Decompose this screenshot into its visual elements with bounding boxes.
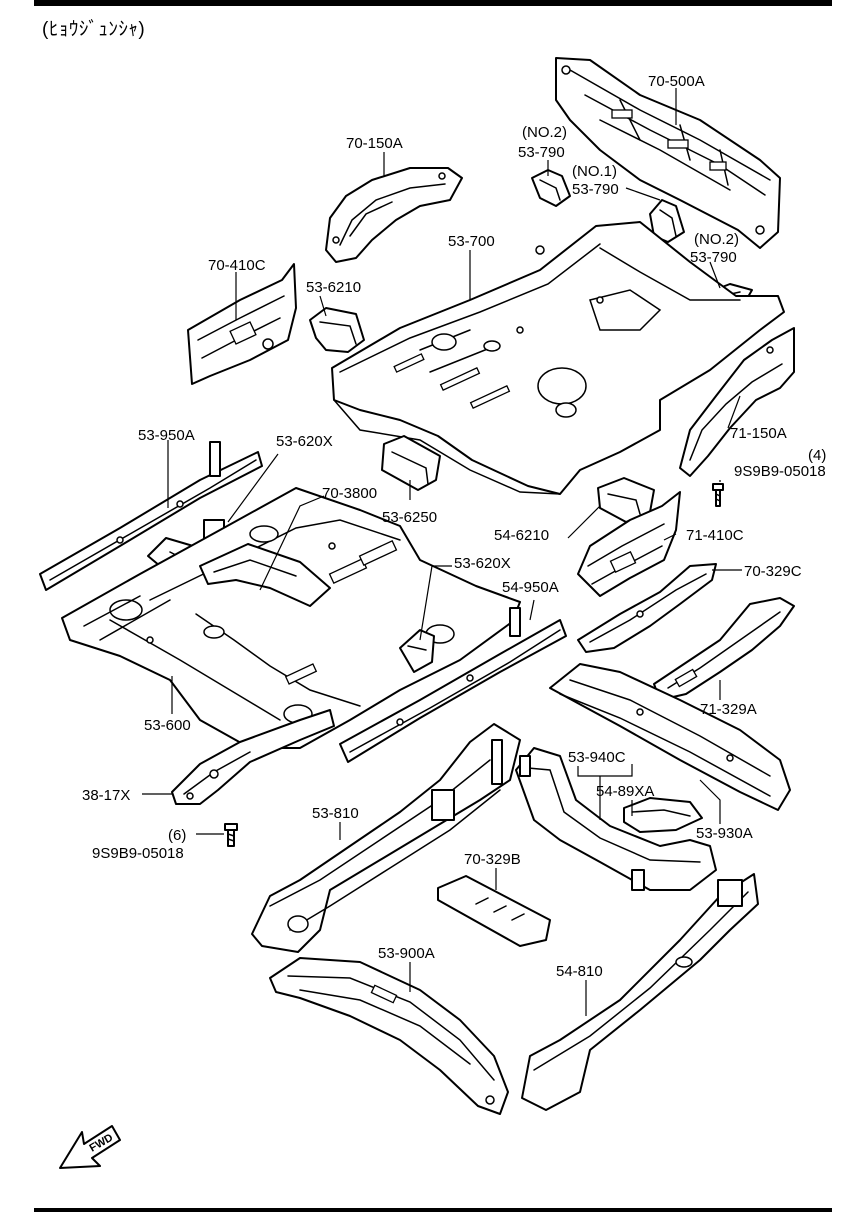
top-border-rule [34, 0, 832, 6]
label-54-6210: 54-6210 [494, 527, 549, 544]
label-no2-b: (NO.2) [694, 231, 739, 248]
leader-lines [142, 88, 742, 1016]
part-54-810-rear-side-frame[interactable] [521, 873, 759, 1111]
part-71-329A-reinforcement-plate[interactable] [653, 597, 795, 701]
label-no1: (NO.1) [572, 163, 617, 180]
label-70-3800: 70-3800 [322, 485, 377, 502]
part-70-410C-inner-panel[interactable] [187, 263, 297, 385]
label-qty-4: (4) [808, 447, 826, 464]
label-71-150A: 71-150A [730, 425, 787, 442]
part-53-6210-bracket[interactable] [309, 307, 365, 353]
part-53-900A-side-sill[interactable] [269, 957, 509, 1115]
label-53-790-a: 53-790 [518, 144, 565, 161]
label-54-810: 54-810 [556, 963, 603, 980]
label-54-89XA: 54-89XA [596, 783, 654, 800]
label-bolt-left: 9S9B9-05018 [92, 845, 184, 862]
label-53-950A: 53-950A [138, 427, 195, 444]
part-70-3800-tunnel-reinforcement[interactable] [199, 543, 331, 607]
label-71-329A: 71-329A [700, 701, 757, 718]
label-70-329B: 70-329B [464, 851, 521, 868]
label-70-150A: 70-150A [346, 135, 403, 152]
label-no2-a: (NO.2) [522, 124, 567, 141]
part-70-500A-rear-panel[interactable] [555, 57, 781, 249]
label-70-410C: 70-410C [208, 257, 266, 274]
part-38-17X-frame-bracket[interactable] [171, 709, 335, 805]
label-53-600: 53-600 [144, 717, 191, 734]
label-53-700: 53-700 [448, 233, 495, 250]
part-53-930A-rear-crossmember[interactable] [549, 663, 791, 811]
part-53-620X-crossmember-right[interactable] [399, 629, 435, 673]
part-bolt-9S9B9-05018-left[interactable] [224, 823, 238, 847]
part-53-700-rear-floor-pan[interactable] [331, 221, 785, 495]
part-53-810-rear-side-frame[interactable] [251, 723, 521, 953]
label-70-500A: 70-500A [648, 73, 705, 90]
part-53-790-no2-bracket-left[interactable] [531, 169, 571, 207]
label-53-940C: 53-940C [568, 749, 626, 766]
label-54-950A: 54-950A [502, 579, 559, 596]
label-38-17X: 38-17X [82, 787, 130, 804]
part-54-950A-sill-reinforcement[interactable] [339, 607, 567, 763]
label-53-790-c: 53-790 [690, 249, 737, 266]
part-53-600-front-floor-pan[interactable] [61, 487, 521, 749]
part-70-150A-wheel-housing[interactable] [325, 167, 463, 263]
label-53-900A: 53-900A [378, 945, 435, 962]
label-bolt-right: 9S9B9-05018 [734, 463, 826, 480]
part-53-6250-bracket[interactable] [381, 435, 441, 491]
label-qty-6: (6) [168, 827, 186, 844]
part-53-940C-crossmember-frame[interactable] [515, 747, 717, 891]
part-71-150A-wheel-housing[interactable] [679, 327, 795, 477]
part-70-329B-floor-plate[interactable] [437, 875, 551, 947]
label-53-6250: 53-6250 [382, 509, 437, 526]
part-54-89XA-bracket[interactable] [623, 797, 703, 833]
part-71-410C-inner-panel[interactable] [577, 491, 681, 597]
label-53-620X-b: 53-620X [454, 555, 511, 572]
bottom-border-rule [34, 1208, 832, 1212]
part-70-329C-reinforcement-plate[interactable] [577, 563, 717, 653]
label-53-810: 53-810 [312, 805, 359, 822]
label-53-620X-a: 53-620X [276, 433, 333, 450]
label-53-790-b: 53-790 [572, 181, 619, 198]
label-53-6210: 53-6210 [306, 279, 361, 296]
label-71-410C: 71-410C [686, 527, 744, 544]
part-bolt-9S9B9-05018-right[interactable] [712, 483, 724, 507]
diagram-heading: (ﾋｮｳｼﾞｭﾝｼｬ) [42, 19, 146, 40]
label-70-329C: 70-329C [744, 563, 802, 580]
fwd-arrow-icon [59, 1125, 121, 1169]
part-53-950A-sill-reinforcement[interactable] [39, 441, 263, 591]
label-53-930A: 53-930A [696, 825, 753, 842]
